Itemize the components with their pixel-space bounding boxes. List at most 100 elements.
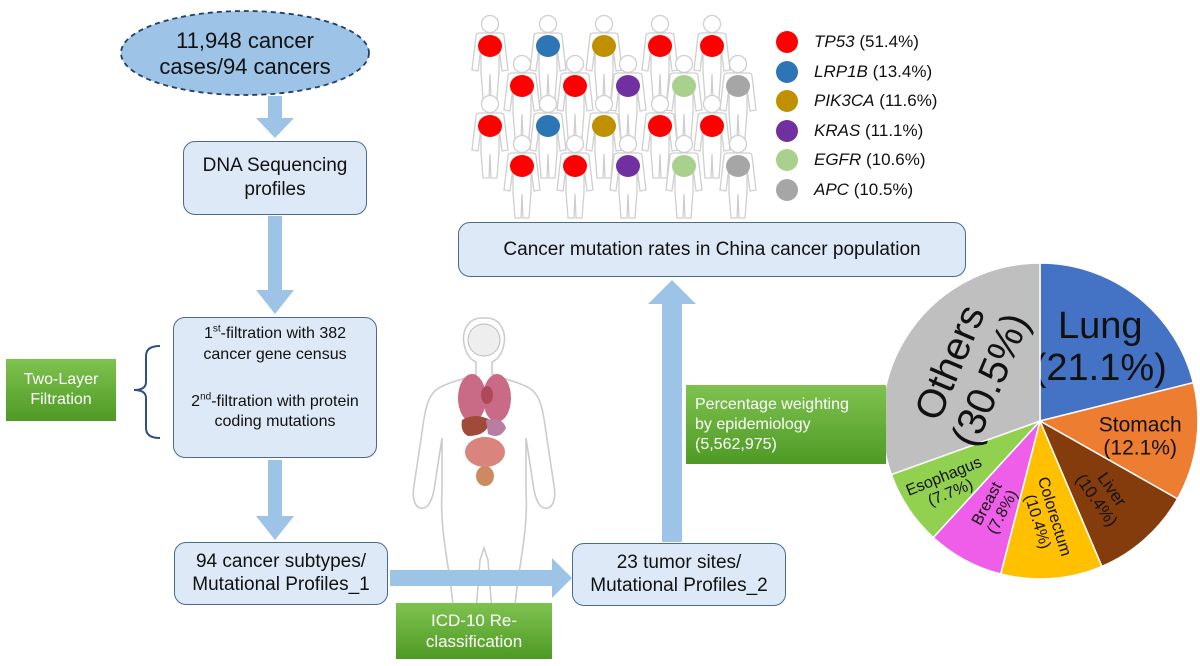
mutation-dot (726, 155, 750, 177)
mutation-dot (536, 115, 560, 137)
legend-gene-name: PIK3CA (814, 91, 875, 110)
two-layer-line2: Filtration (30, 391, 92, 408)
pie-label-pct: (12.1%) (1103, 437, 1177, 460)
pie-label-name: Lung (1058, 305, 1143, 347)
mutation-dot (563, 75, 587, 97)
pie-label-stomach: Stomach(12.1%) (1099, 413, 1182, 459)
icd-line2: classification (425, 632, 523, 651)
sites-line1: 23 tumor sites/ (616, 551, 742, 573)
legend-item-apc: APC (10.5%) (776, 177, 913, 203)
sites-line2: Mutational Profiles_2 (590, 574, 768, 596)
mutation-dot (478, 35, 502, 57)
legend-dot (776, 119, 798, 142)
mutation-dot (592, 115, 616, 137)
weight-line2: by epidemiology (695, 415, 811, 433)
arrow-dna-to-filter (256, 216, 294, 314)
legend-gene-name: LRP1B (814, 61, 868, 81)
filter2-line2: coding mutations (214, 413, 336, 431)
mutation-rates-box: Cancer mutation rates in China cancer po… (458, 222, 966, 277)
legend-item-kras: KRAS (11.1%) (776, 118, 923, 144)
legend-gene-pct: (51.4%) (854, 32, 919, 51)
legend-gene-name: EGFR (814, 150, 862, 169)
legend-gene-pct: (11.1%) (860, 120, 924, 140)
two-layer-filtration-tag: Two-Layer Filtration (6, 359, 116, 421)
pie-slice-stomach (1037, 381, 1199, 500)
icd-line1: ICD-10 Re- (431, 610, 517, 630)
tumor-sites-box: 23 tumor sites/ Mutational Profiles_2 (572, 543, 786, 606)
mutation-dot (648, 35, 672, 57)
legend-label: APC (10.5%) (814, 180, 913, 200)
mutation-dot (648, 115, 672, 137)
mutation-dot (616, 75, 640, 97)
mutation-dot (510, 75, 534, 97)
weight-line3: (5,562,975) (695, 435, 777, 453)
mutation-dots (478, 35, 750, 177)
mutation-dot (510, 155, 534, 177)
legend-dot (776, 90, 798, 112)
legend-dot (776, 178, 798, 201)
rates-title: Cancer mutation rates in China cancer po… (503, 238, 921, 260)
legend-label: EGFR (10.6%) (814, 150, 925, 170)
start-ellipse (120, 10, 370, 96)
pie-label-name: Stomach (1099, 413, 1182, 436)
filter1-text: 1st-filtration with 382 cancer gene cens… (203, 324, 346, 366)
filter2-line1: 2nd-filtration with protein (191, 391, 359, 410)
filter1-sup: st (212, 323, 221, 335)
arrow-start-to-dna (256, 96, 294, 138)
pie-slice-lung (1039, 262, 1195, 422)
legend-label: KRAS (11.1%) (814, 121, 923, 141)
legend-label: TP53 (51.4%) (814, 32, 919, 52)
legend-gene-name: APC (814, 179, 849, 199)
pie-slice-liver (1038, 419, 1179, 568)
arrow-sites-to-rates (648, 280, 696, 542)
legend-dot (776, 31, 798, 53)
legend-gene-pct: (10.6%) (861, 150, 926, 169)
legend-dot (776, 149, 798, 171)
dna-line2: profiles (244, 179, 306, 200)
mutation-dot (592, 35, 616, 57)
legend-gene-pct: (10.5%) (848, 179, 914, 199)
start-label-line2: cases/94 cancers (159, 54, 331, 79)
legend-dot (776, 60, 798, 83)
legend-item-tp53: TP53 (51.4%) (776, 29, 919, 55)
mutation-dot (700, 115, 724, 137)
legend-item-lrp1b: LRP1B (13.4%) (776, 59, 932, 85)
mutation-dot (726, 75, 750, 97)
pie-slice-colorectum (999, 418, 1103, 580)
mutation-dot (563, 155, 587, 177)
legend-gene-pct: (11.6%) (874, 91, 938, 110)
human-body-illustration (412, 317, 556, 613)
legend-item-pik3ca: PIK3CA (11.6%) (776, 88, 937, 114)
dna-sequencing-box: DNA Sequencing profiles (183, 141, 367, 215)
start-label: 11,948 cancer cases/94 cancers (121, 18, 369, 90)
legend-item-egfr: EGFR (10.6%) (776, 147, 925, 173)
subtypes-line2: Mutational Profiles_1 (192, 573, 370, 595)
arrow-filter-to-subtypes (256, 460, 294, 540)
filter2-rest: -filtration with protein (211, 392, 359, 410)
two-layer-line1: Two-Layer (23, 371, 99, 388)
filter2-sup: nd (200, 391, 212, 403)
filter1-line2: cancer gene census (203, 345, 347, 363)
start-label-line1: 11,948 cancer (176, 27, 314, 53)
pie-chart: Lung(21.1%)Stomach(12.1%)Liver(10.4%)Col… (881, 262, 1199, 580)
pie-label-pct: (21.1%) (1034, 347, 1167, 389)
filter1-line1: 1st-filtration with 382 (203, 323, 347, 342)
legend-label: LRP1B (13.4%) (814, 62, 932, 82)
legend-label: PIK3CA (11.6%) (814, 91, 937, 111)
legend-gene-name: TP53 (814, 32, 855, 51)
filtration-box: 1st-filtration with 382 cancer gene cens… (173, 317, 377, 458)
filter1-rest: -filtration with 382 (220, 325, 347, 342)
subtypes-line1: 94 cancer subtypes/ (195, 550, 367, 572)
mutation-dot (536, 35, 560, 57)
cancer-subtypes-box: 94 cancer subtypes/ Mutational Profiles_… (174, 542, 388, 605)
weight-line1: Percentage weighting (695, 395, 849, 413)
filter2-text: 2nd-filtration with protein coding mutat… (191, 392, 359, 434)
filtration-bracket (133, 345, 161, 439)
mutation-dot (672, 75, 696, 97)
mutation-dot (478, 115, 502, 137)
percentage-weighting-tag: Percentage weighting by epidemiology (5,… (686, 385, 886, 464)
arrow-subtypes-to-sites (390, 558, 572, 598)
legend-gene-name: KRAS (814, 120, 861, 140)
pie-label-lung: Lung(21.1%) (1034, 305, 1167, 389)
